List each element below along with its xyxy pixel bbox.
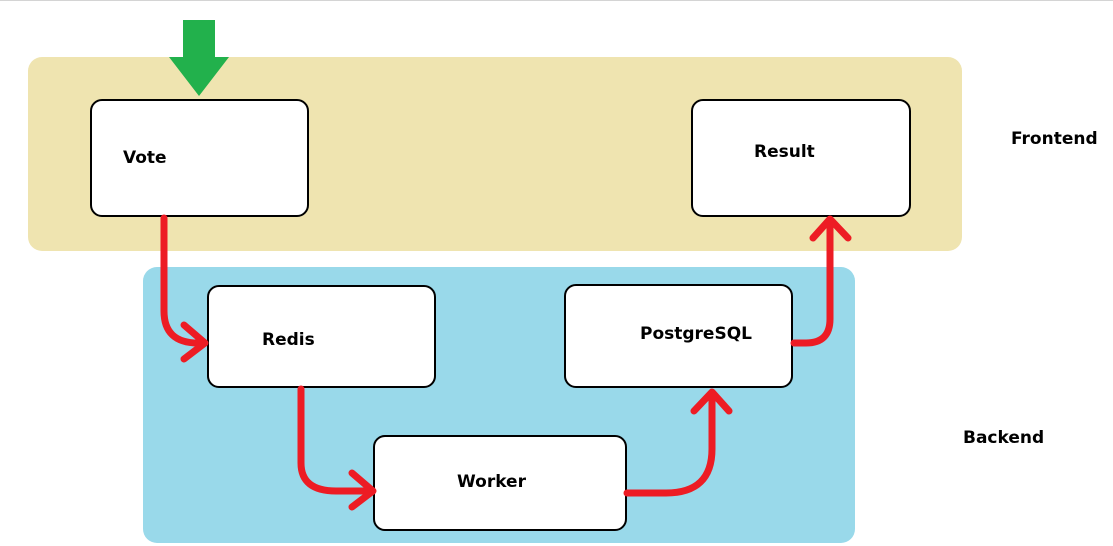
arrowhead-worker-to-postgresql [690, 388, 733, 415]
backend-zone-label: Backend [963, 428, 1045, 448]
result-node [691, 99, 911, 217]
redis-label: Redis [262, 330, 315, 350]
worker-node [373, 435, 627, 531]
arrow-worker-to-postgresql [623, 393, 716, 497]
entry-down-arrow-icon [169, 20, 229, 96]
result-label: Result [754, 142, 815, 162]
postgresql-label: PostgreSQL [640, 324, 752, 344]
arrow-postgresql-to-result [790, 223, 834, 347]
arrowhead-postgresql-to-result [809, 215, 852, 242]
arrow-redis-to-worker [297, 385, 370, 495]
postgresql-node [564, 284, 793, 388]
arrowhead-vote-to-redis [180, 321, 209, 363]
worker-label: Worker [457, 472, 526, 492]
arrowhead-redis-to-worker [348, 469, 377, 511]
frontend-zone-label: Frontend [1011, 129, 1098, 149]
redis-node [207, 285, 436, 388]
vote-node [90, 99, 309, 217]
arrow-vote-to-redis [160, 214, 202, 347]
vote-label: Vote [123, 148, 167, 168]
